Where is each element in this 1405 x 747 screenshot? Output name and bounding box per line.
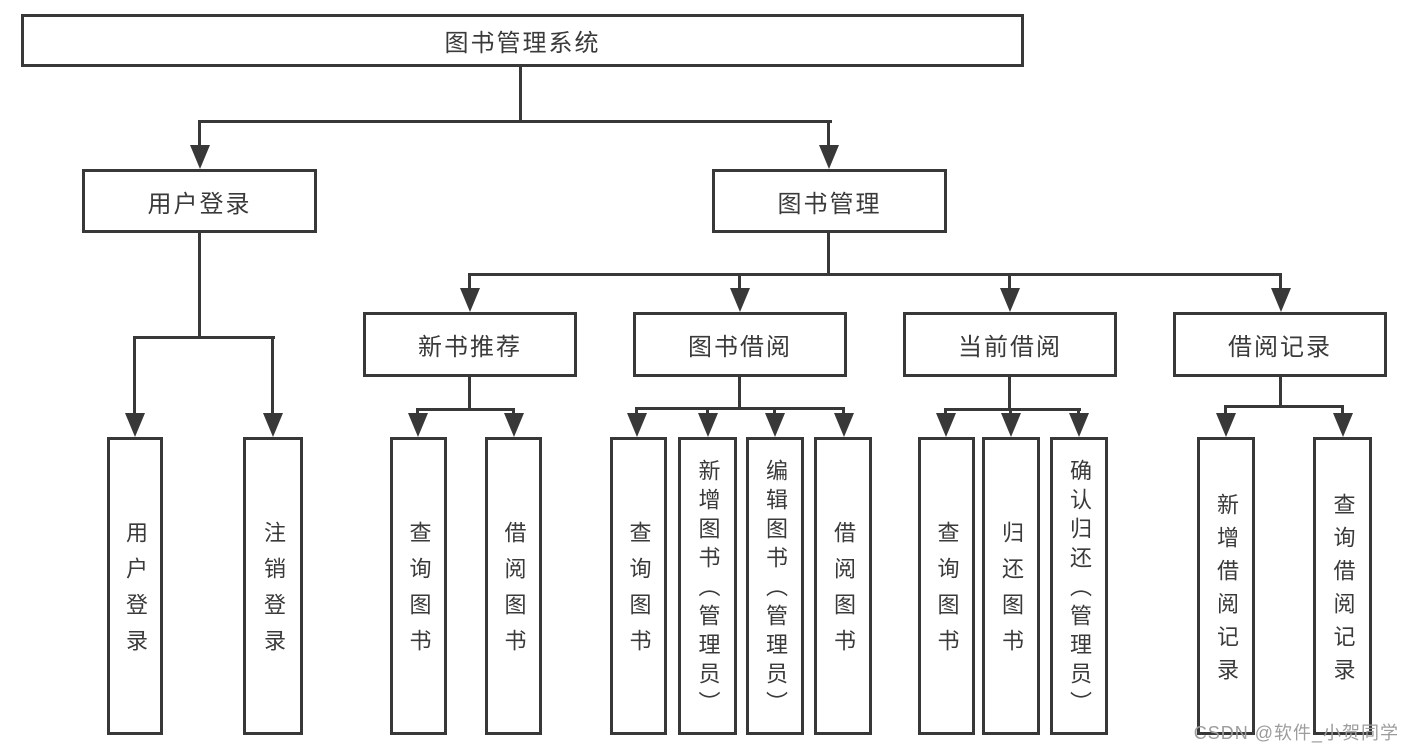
arrow-down <box>936 413 956 437</box>
connector-line <box>827 120 830 150</box>
connector-line <box>133 336 136 417</box>
arrow-down <box>730 288 750 312</box>
connector-line <box>773 407 776 417</box>
leaf-borrow-query-book: 查询图书 <box>610 437 667 735</box>
leaf-current-query-book: 查询图书 <box>918 437 975 735</box>
arrow-down <box>698 413 718 437</box>
connector-bar <box>1224 405 1344 408</box>
arrow-down <box>765 413 785 437</box>
arrow-down <box>1069 413 1089 437</box>
arrow-down <box>627 413 647 437</box>
connector-stub <box>1279 377 1282 405</box>
connector-line <box>1224 405 1227 417</box>
connector-bar <box>635 407 845 410</box>
arrow-down <box>1271 288 1291 312</box>
connector-line <box>198 120 201 150</box>
connector-stub <box>468 377 471 408</box>
node-book-borrow: 图书借阅 <box>633 312 847 377</box>
leaf-record-add-borrow-record: 新增借阅记录 <box>1197 437 1255 735</box>
leaf-borrow-borrow-book: 借阅图书 <box>814 437 872 735</box>
leaf-user-login: 用户登录 <box>107 437 163 735</box>
arrow-down <box>834 413 854 437</box>
connector-bar <box>468 273 1282 276</box>
node-new-book-recommend: 新书推荐 <box>363 312 577 377</box>
connector-root-bar <box>198 120 832 123</box>
arrow-down <box>1216 413 1236 437</box>
leaf-logout: 注销登录 <box>243 437 303 735</box>
leaf-borrow-edit-book-admin: 编辑图书（管理员） <box>746 437 804 735</box>
connector-line <box>468 273 471 292</box>
node-user-login: 用户登录 <box>82 169 317 233</box>
arrow-down <box>819 145 839 169</box>
node-library-management-system: 图书管理系统 <box>21 14 1024 67</box>
connector-stub <box>198 233 201 336</box>
connector-line <box>1008 273 1011 292</box>
leaf-borrow-add-book-admin: 新增图书（管理员） <box>678 437 737 735</box>
connector-line <box>1077 408 1080 417</box>
connector-line <box>1341 405 1344 417</box>
connector-line <box>635 407 638 417</box>
arrow-down <box>190 145 210 169</box>
arrow-down <box>408 413 428 437</box>
connector-bar <box>416 408 515 411</box>
connector-bar <box>944 408 1081 411</box>
leaf-newbook-query-book: 查询图书 <box>390 437 447 735</box>
leaf-current-return-book: 归还图书 <box>982 437 1040 735</box>
connector-root-stub <box>519 67 522 120</box>
arrow-down <box>1001 413 1021 437</box>
connector-stub <box>827 233 830 273</box>
node-borrow-record: 借阅记录 <box>1173 312 1387 377</box>
arrow-down <box>504 413 524 437</box>
connector-line <box>512 408 515 417</box>
node-current-borrow: 当前借阅 <box>903 312 1117 377</box>
connector-bar <box>133 336 275 339</box>
connector-line <box>944 408 947 417</box>
leaf-record-query-borrow-record: 查询借阅记录 <box>1313 437 1372 735</box>
arrow-down <box>263 413 283 437</box>
leaf-newbook-borrow-book: 借阅图书 <box>485 437 542 735</box>
connector-line <box>1009 408 1012 417</box>
connector-stub <box>738 377 741 407</box>
arrow-down <box>1333 413 1353 437</box>
leaf-current-confirm-return-admin: 确认归还（管理员） <box>1050 437 1108 735</box>
arrow-down <box>125 413 145 437</box>
connector-line <box>706 407 709 417</box>
connector-stub <box>1008 377 1011 408</box>
connector-line <box>416 408 419 417</box>
connector-line <box>738 273 741 292</box>
node-book-management: 图书管理 <box>712 169 947 233</box>
connector-line <box>271 336 274 417</box>
connector-line <box>1279 273 1282 292</box>
connector-line <box>842 407 845 417</box>
arrow-down <box>460 288 480 312</box>
csdn-watermark: CSDN @软件_小贺同学 <box>1193 723 1399 743</box>
arrow-down <box>1000 288 1020 312</box>
